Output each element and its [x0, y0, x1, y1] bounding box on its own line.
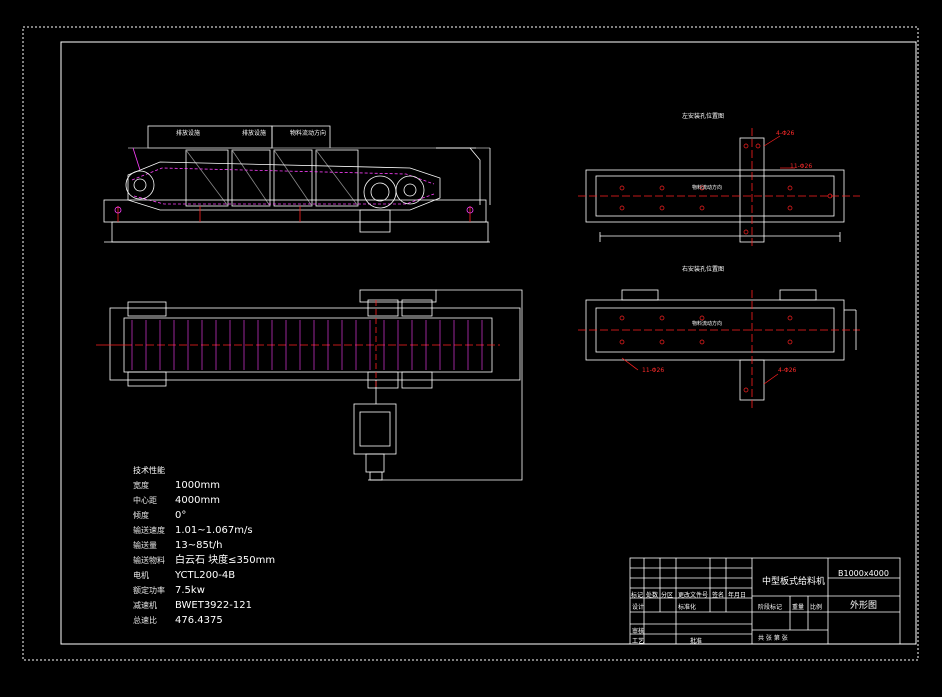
bottom-right-title: 右安装孔位置图 — [682, 266, 725, 273]
weight-label: 重量 — [792, 604, 805, 611]
spec-value: 0° — [175, 510, 187, 521]
top-right-title: 左安装孔位置图 — [682, 113, 725, 120]
spec-row: 额定功率 7.5kw — [133, 583, 275, 598]
revision-header: 签名 — [712, 592, 725, 599]
process-label: 工艺 — [632, 638, 645, 645]
product-name: 中型板式给料机 — [762, 577, 826, 587]
hole-marks — [619, 135, 833, 393]
review-label: 审核 — [632, 628, 645, 635]
spec-row: 输送量 13~85t/h — [133, 538, 275, 553]
spec-row: 输送物料 白云石 块度≤350mm — [133, 553, 275, 568]
spec-key: 宽度 — [133, 481, 149, 490]
approve-label: 批准 — [690, 638, 703, 645]
elev-label-2: 排放设施 — [242, 130, 267, 137]
spec-row: 中心距 4000mm — [133, 493, 275, 508]
spec-row: 输送速度 1.01~1.067m/s — [133, 523, 275, 538]
spec-value: 7.5kw — [175, 585, 205, 596]
spec-row: 宽度 1000mm — [133, 478, 275, 493]
drawing-name: 外形图 — [850, 601, 878, 611]
hole-label-top-b: 11-Φ26 — [790, 163, 813, 170]
spec-row: 总速比 476.4375 — [133, 613, 275, 628]
plan-view — [96, 289, 523, 481]
revision-header: 分区 — [661, 592, 674, 599]
spec-value: 白云石 块度≤350mm — [175, 555, 276, 566]
plan-note-bottom: 物料流动方向 — [692, 321, 723, 327]
spec-key: 电机 — [133, 571, 149, 580]
standard-label: 标准化 — [678, 604, 697, 611]
spec-value: 1000mm — [175, 480, 220, 491]
scale-label: 比例 — [810, 604, 823, 611]
spec-row: 减速机 BWET3922-121 — [133, 598, 275, 613]
elev-label-1: 排放设施 — [176, 130, 201, 137]
revision-header: 年月日 — [728, 592, 747, 599]
spec-value: YCTL200-4B — [175, 570, 236, 581]
revision-header: 处数 — [646, 592, 659, 599]
spec-key: 中心距 — [133, 496, 157, 505]
spec-key: 输送物料 — [133, 556, 165, 565]
elevation-view — [103, 125, 491, 243]
spec-value: 13~85t/h — [175, 540, 223, 551]
spec-key: 倾度 — [133, 511, 149, 520]
spec-key: 减速机 — [133, 601, 157, 610]
elev-label-3: 物料流动方向 — [290, 130, 327, 137]
sheets-label: 共 张 第 张 — [758, 635, 788, 642]
spec-row: 倾度 0° — [133, 508, 275, 523]
elevation-marks — [114, 206, 474, 222]
revision-header: 标记 — [631, 592, 644, 599]
spec-key: 输送速度 — [133, 526, 165, 535]
hole-label-top-a: 4-Φ26 — [776, 130, 795, 137]
plan-slats — [131, 320, 483, 370]
spec-value: BWET3922-121 — [175, 600, 252, 611]
spec-row: 电机 YCTL200-4B — [133, 568, 275, 583]
spec-key: 额定功率 — [133, 586, 165, 595]
spec-table: 技术性能 宽度 1000mm 中心距 4000mm 倾度 0° 输送速度 1.01~1.067… — [133, 463, 275, 628]
spec-title: 技术性能 — [133, 466, 165, 475]
spec-value: 4000mm — [175, 495, 220, 506]
hole-label-bottom-b: 11-Φ26 — [642, 367, 665, 374]
title-block-lines — [629, 557, 901, 645]
spec-value: 1.01~1.067m/s — [175, 525, 253, 536]
stage-mark: 阶段标记 — [758, 604, 783, 611]
spec-key: 总速比 — [133, 616, 157, 625]
product-model: B1000x4000 — [838, 569, 889, 578]
hole-view-bottom — [578, 289, 860, 410]
hole-view-top — [578, 128, 860, 248]
spec-key: 输送量 — [133, 541, 157, 550]
plan-note-top: 物料流动方向 — [692, 185, 723, 191]
revision-header: 更改文件号 — [678, 592, 709, 599]
spec-value: 476.4375 — [175, 615, 223, 626]
design-label: 设计 — [632, 604, 645, 611]
inner-frame — [60, 41, 917, 645]
hole-label-bottom-a: 4-Φ26 — [778, 367, 797, 374]
